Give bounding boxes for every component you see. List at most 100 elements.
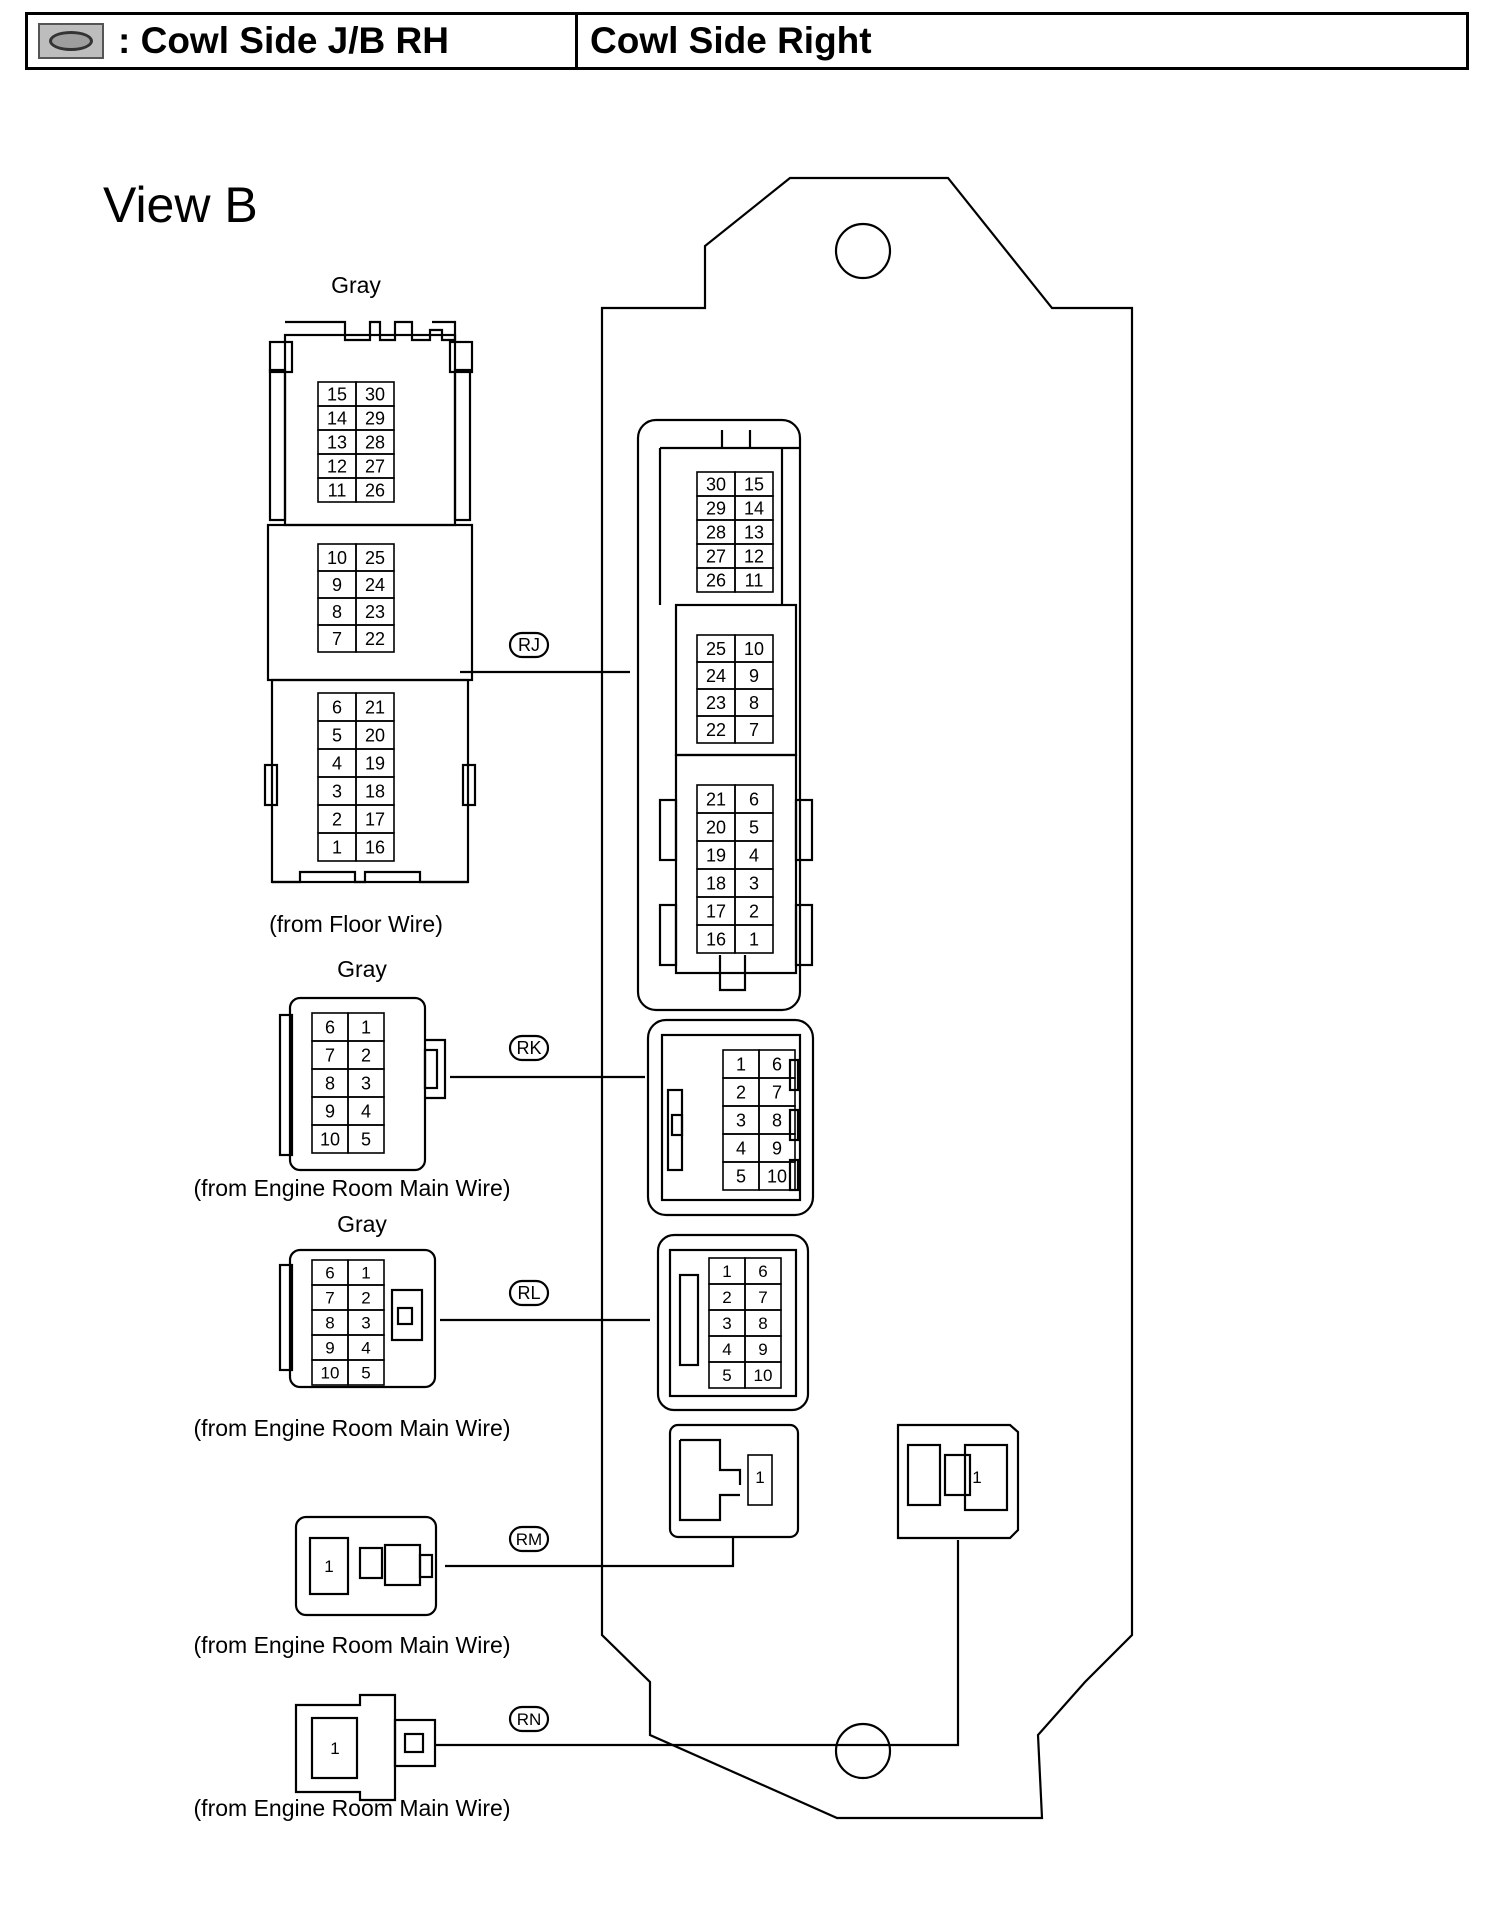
mounting-hole-top: [834, 222, 892, 280]
rj-jb-bot-pin-number: 20: [706, 817, 726, 837]
junction-block-icon: [38, 23, 104, 59]
header-left-cell: : Cowl Side J/B RH: [28, 15, 578, 67]
rn-pin-label: 1: [330, 1739, 339, 1758]
rn-code-badge: [508, 1705, 550, 1733]
rj-left-mid-pin-number: 24: [365, 575, 385, 595]
rl-jb-pin-number: 6: [758, 1262, 767, 1281]
rj-left-bot-pin-number: 16: [365, 837, 385, 857]
rj-jb-bot-pin-number: 3: [749, 873, 759, 893]
rj-jb-top-pin-number: 12: [744, 546, 764, 566]
rj-code-text: RJ: [518, 635, 540, 655]
rk-jb-pin-number: 3: [736, 1110, 746, 1130]
rj-jb-bot-pin-number: 2: [749, 901, 759, 921]
rj-left-bot-pin-number: 20: [365, 725, 385, 745]
rk-left-pin-number: 10: [320, 1129, 340, 1149]
rj-jb-mid-pin-number: 23: [706, 693, 726, 713]
rj-jb-top-pin-number: 11: [745, 570, 764, 590]
rj-left-mid-pin-number: 25: [365, 548, 385, 568]
rj-left-top-pin-number: 26: [365, 480, 385, 500]
rj-jb-top-pin-number: 29: [706, 498, 726, 518]
header-bar: : Cowl Side J/B RH Cowl Side Right: [25, 12, 1469, 70]
rj-left-bot-pin-number: 19: [365, 753, 385, 773]
rj-left-top-pin-number: 13: [327, 432, 347, 452]
rl-jb-pin-number: 3: [722, 1314, 731, 1333]
rj-jb-bot-pin-number: 1: [749, 929, 759, 949]
rj-left-bot-pin-number: 3: [332, 781, 342, 801]
rl-left-pin-number: 7: [325, 1289, 334, 1308]
rj-left-mid-pin-number: 8: [332, 602, 342, 622]
rj-jb-top-pin-number: 15: [744, 474, 764, 494]
rl-jb-pin-number: 2: [722, 1288, 731, 1307]
rl-left-pin-number: 4: [361, 1339, 370, 1358]
rj-jb-bot-pin-number: 6: [749, 789, 759, 809]
rj-jb-mid-pin-number: 22: [706, 720, 726, 740]
rj-left-mid-pin-cell: [355, 624, 395, 653]
rk-left-pin-number: 9: [325, 1101, 335, 1121]
rk-jb-pin-number: 4: [736, 1138, 746, 1158]
rj-left-top-pin-number: 29: [365, 408, 385, 428]
rk-left-pin-number: 7: [325, 1045, 335, 1065]
rk-left-pin-number: 2: [361, 1045, 371, 1065]
rl-color-label: Gray: [337, 1211, 387, 1237]
rl-jb-pin-number: 7: [758, 1288, 767, 1307]
rk-left-pin-number: 4: [361, 1101, 371, 1121]
rk-jb-pin-cell: [758, 1161, 796, 1191]
rj-left-bot-pin-number: 1: [332, 837, 342, 857]
rj-jb-bot-pin-number: 16: [706, 929, 726, 949]
rl-left-pin-number: 5: [361, 1364, 370, 1383]
rk-left-pin-number: 6: [325, 1017, 335, 1037]
rl-left-pin-cell: [347, 1359, 385, 1386]
rk-socket-jb: [646, 1018, 815, 1217]
rm-connector-left: [294, 1515, 438, 1617]
rl-code-badge: [508, 1279, 550, 1307]
rj-jb-bot-pin-number: 5: [749, 817, 759, 837]
rj-left-mid-pin-number: 10: [327, 548, 347, 568]
rn-source-label: (from Engine Room Main Wire): [194, 1795, 511, 1821]
rl-source-label: (from Engine Room Main Wire): [194, 1415, 511, 1441]
rj-jb-top-pin-number: 30: [706, 474, 726, 494]
rj-color-label: Gray: [331, 272, 381, 298]
rl-left-pin-number: 6: [325, 1264, 334, 1283]
rl-left-pin-number: 8: [325, 1314, 334, 1333]
rl-jb-pin-number: 4: [722, 1340, 731, 1359]
junction-block-outline: [600, 176, 1134, 1820]
rj-left-top-pin-number: 14: [327, 408, 347, 428]
rj-left-bot-pin-number: 2: [332, 809, 342, 829]
rj-jb-mid-pin-number: 8: [749, 693, 759, 713]
rj-left-top-pin-number: 28: [365, 432, 385, 452]
rj-socket-jb: [636, 418, 814, 1012]
rj-jb-top-pin-number: 14: [744, 498, 764, 518]
rj-connector-left: [263, 320, 477, 884]
rn-code-text: RN: [517, 1710, 542, 1729]
header-right-cell: Cowl Side Right: [578, 15, 1466, 67]
rj-left-top-pin-cell: [355, 477, 395, 503]
rn-leader-line: [435, 1540, 960, 1747]
rk-left-pin-number: 1: [361, 1017, 371, 1037]
rj-jb-mid-pin-number: 24: [706, 666, 726, 686]
rk-left-pin-number: 5: [361, 1129, 371, 1149]
rl-jb-pin-number: 10: [754, 1366, 773, 1385]
rl-jb-pin-cell: [744, 1361, 782, 1389]
rj-left-mid-pin-number: 23: [365, 602, 385, 622]
rk-jb-pin-number: 5: [736, 1166, 746, 1186]
rl-jb-pin-number: 1: [722, 1262, 731, 1281]
rj-left-bot-pin-number: 17: [365, 809, 385, 829]
rj-left-top-pin-number: 30: [365, 384, 385, 404]
rj-source-label: (from Floor Wire): [269, 911, 443, 937]
rm-jb-pin-cell: [747, 1454, 773, 1506]
rj-jb-bot-pin-number: 4: [749, 845, 759, 865]
rm-jb-pin-label: 1: [755, 1468, 764, 1487]
rj-left-mid-pin-number: 22: [365, 629, 385, 649]
rj-left-top-pin-number: 12: [327, 456, 347, 476]
rn-socket-jb: [896, 1423, 1020, 1540]
rj-left-bot-pin-number: 6: [332, 697, 342, 717]
rj-jb-mid-pin-number: 25: [706, 639, 726, 659]
rj-left-top-pin-number: 15: [327, 384, 347, 404]
rm-socket-jb: [668, 1423, 800, 1539]
rk-jb-pin-number: 7: [772, 1082, 782, 1102]
rj-left-mid-pin-number: 7: [332, 629, 342, 649]
rj-left-bot-pin-number: 4: [332, 753, 342, 773]
rn-connector-left: [294, 1693, 437, 1802]
rl-connector-left: [278, 1248, 437, 1389]
